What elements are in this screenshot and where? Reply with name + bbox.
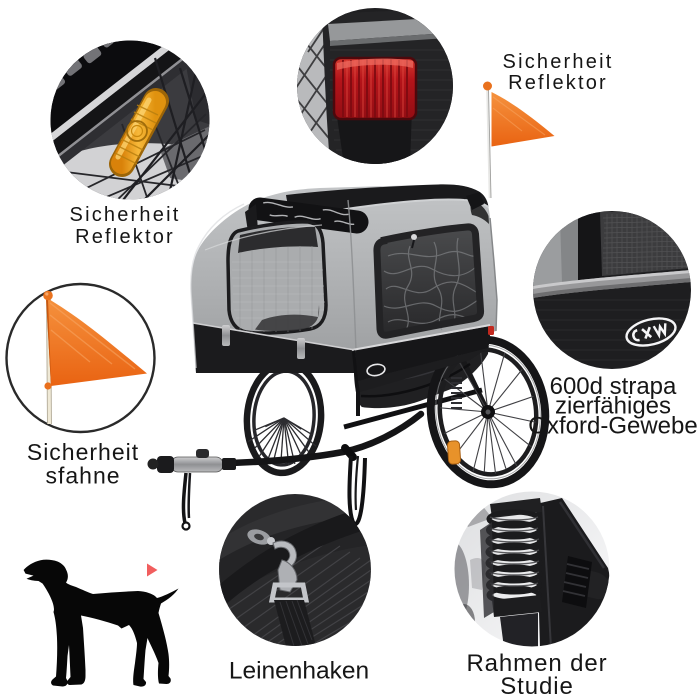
svg-text:Oxford-Gewebe: Oxford-Gewebe: [528, 413, 697, 440]
svg-text:600d strapa: 600d strapa: [550, 373, 677, 400]
svg-text:Reflektor: Reflektor: [508, 72, 608, 94]
svg-text:Reflektor: Reflektor: [75, 226, 175, 248]
svg-text:Rahmen der: Rahmen der: [466, 650, 607, 677]
svg-text:Sicherheit: Sicherheit: [70, 204, 181, 226]
svg-text:Studie: Studie: [500, 673, 573, 700]
svg-text:sfahne: sfahne: [45, 463, 120, 489]
svg-text:Sicherheit: Sicherheit: [27, 439, 139, 465]
svg-text:zierfähiges: zierfähiges: [555, 393, 671, 420]
svg-text:Leinenhaken: Leinenhaken: [229, 658, 369, 685]
svg-text:Sicherheit: Sicherheit: [503, 51, 614, 73]
